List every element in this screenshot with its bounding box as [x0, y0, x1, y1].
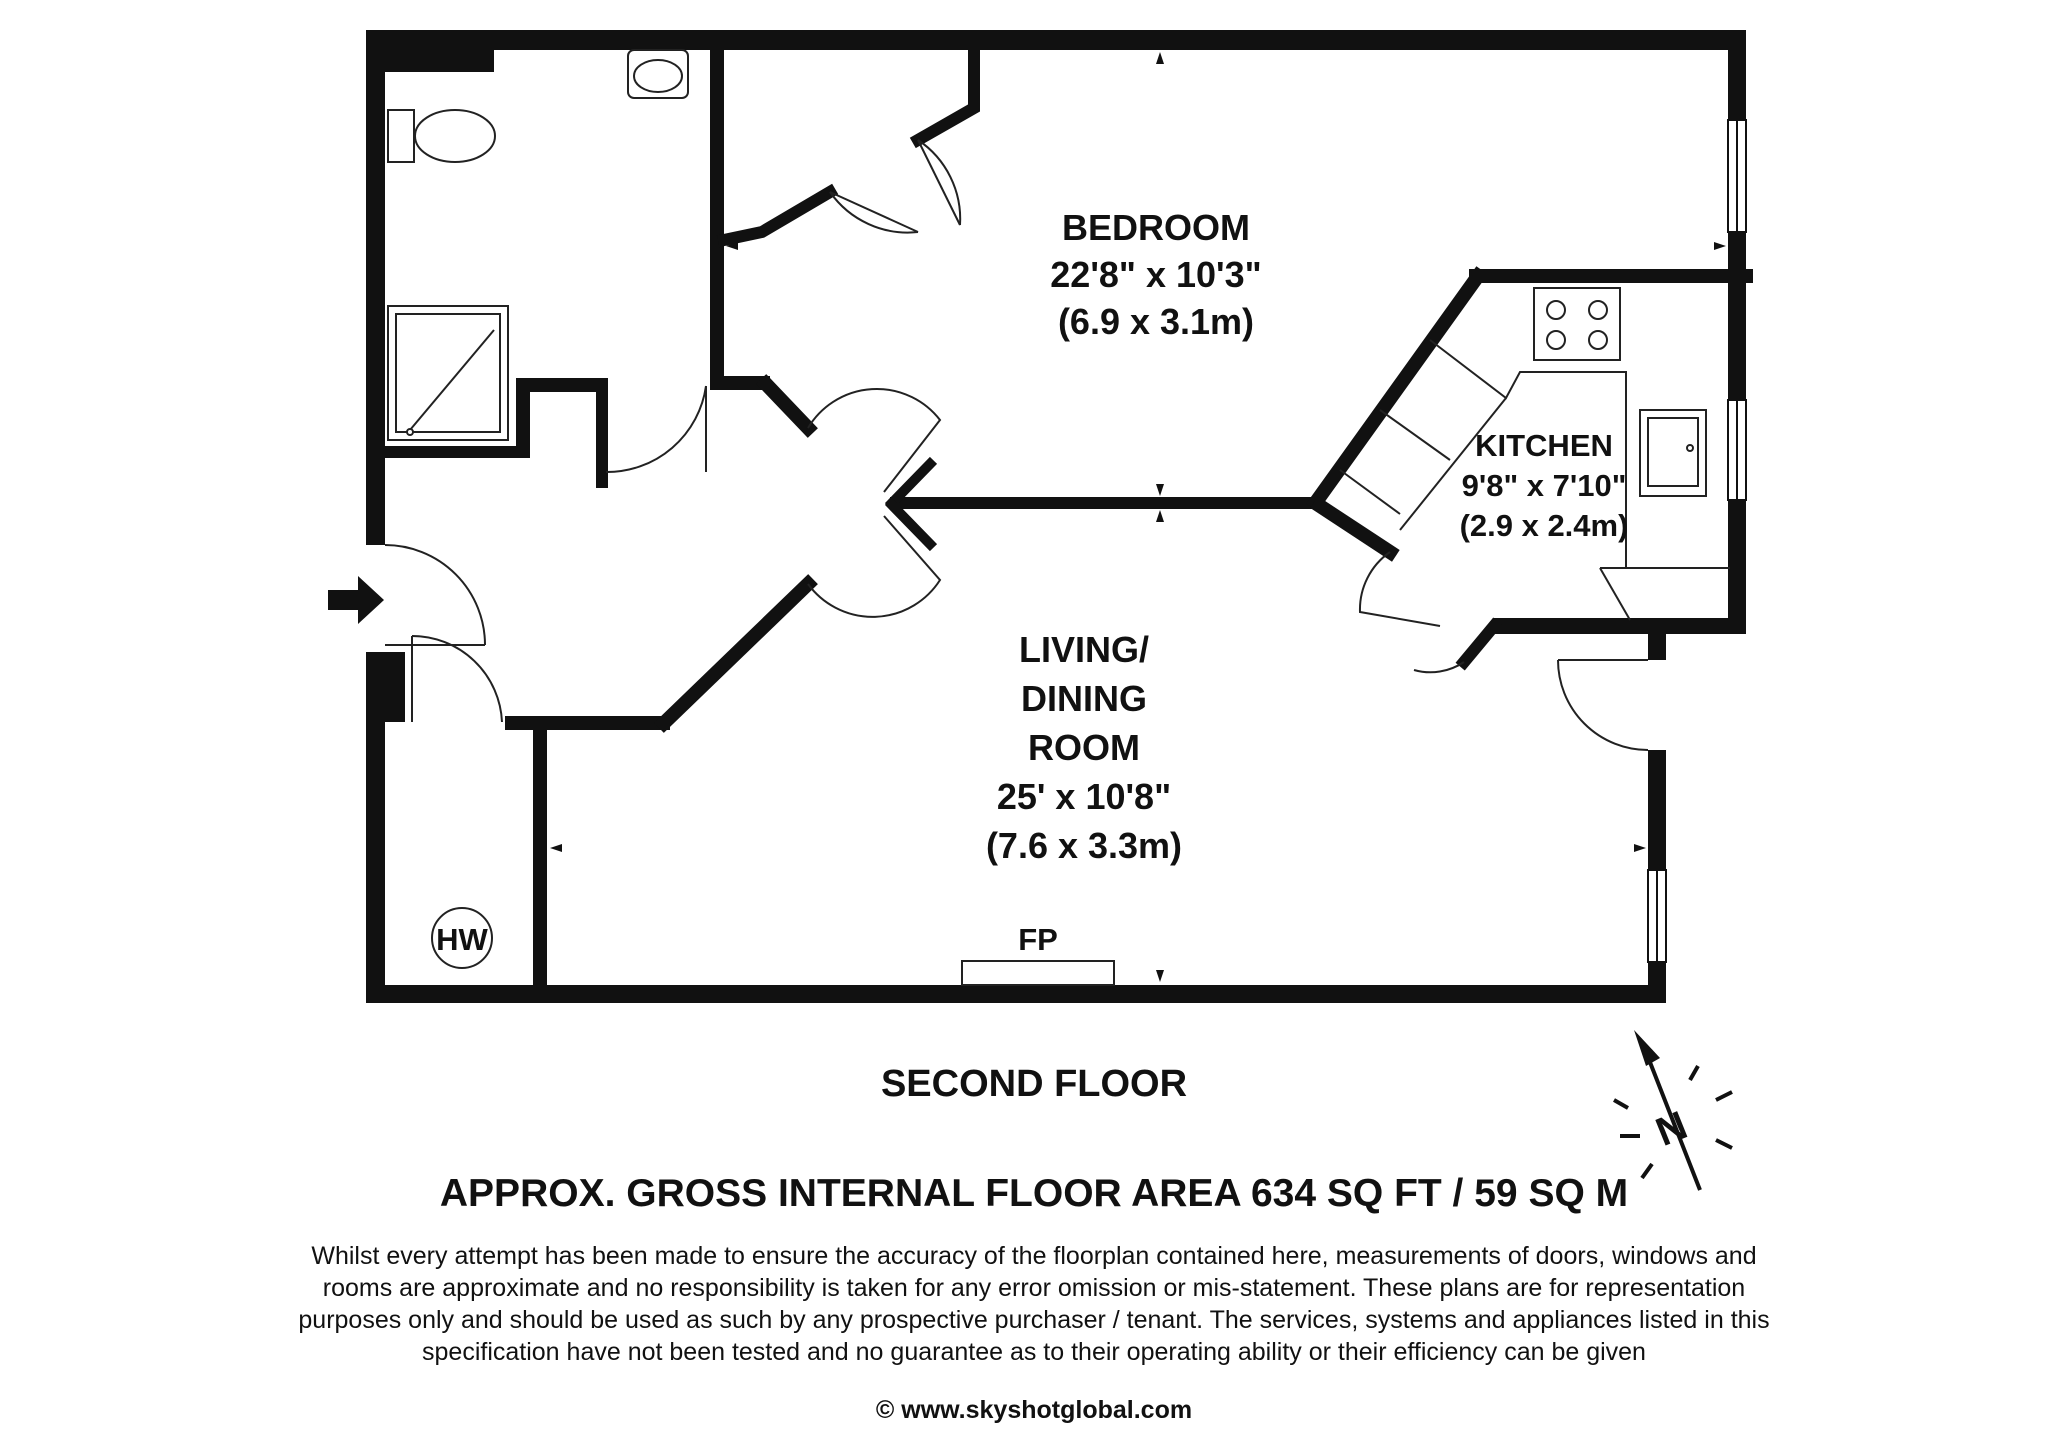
living-dim-metric: (7.6 x 3.3m) — [986, 825, 1182, 866]
area-label: APPROX. GROSS INTERNAL FLOOR AREA 634 SQ… — [440, 1172, 1628, 1215]
disclaimer-line-4: specification have not been tested and n… — [422, 1338, 1646, 1366]
angled-walls — [654, 94, 1753, 733]
bedroom-dim-imperial: 22'8" x 10'3" — [1050, 254, 1261, 295]
fireplace-label: FP — [1018, 922, 1058, 957]
walls — [366, 30, 1746, 1003]
living-dim-imperial: 25' x 10'8" — [997, 776, 1171, 817]
kitchen-worktops — [1339, 339, 1730, 621]
hot-water-label: HW — [436, 922, 488, 957]
hot-water-cylinder-icon — [431, 907, 493, 969]
living-door-swing — [1557, 659, 1649, 751]
website-credit[interactable]: © www.skyshotglobal.com — [876, 1396, 1192, 1424]
windows — [1647, 119, 1747, 963]
living-name-line2: DINING — [1021, 678, 1147, 719]
door-swings — [384, 139, 1649, 751]
disclaimer-line-2: rooms are approximate and no responsibil… — [323, 1274, 1745, 1302]
kitchen-dim-metric: (2.9 x 2.4m) — [1460, 508, 1629, 543]
compass-north-letter: N — [1650, 1103, 1693, 1155]
kitchen-door-swing-2 — [1413, 661, 1465, 674]
shower-tray-icon — [387, 305, 509, 441]
cupboard-door-swing — [411, 634, 503, 723]
fixtures — [387, 49, 1707, 986]
bathroom-door-swing — [605, 385, 707, 474]
kitchen-dim-imperial: 9'8" x 7'10" — [1462, 468, 1627, 503]
fireplace-hearth — [961, 960, 1115, 986]
disclaimer-line-1: Whilst every attempt has been made to en… — [311, 1242, 1756, 1270]
bedroom-dim-metric: (6.9 x 3.1m) — [1058, 301, 1254, 342]
wardrobe-door-swing-left — [829, 191, 919, 234]
kitchen-sink-icon — [1639, 409, 1707, 497]
entrance-arrow-icon — [328, 576, 384, 624]
wardrobe-door-swing-right — [917, 139, 962, 226]
bedroom-door-swing-lower — [807, 515, 942, 618]
floor-label: SECOND FLOOR — [881, 1063, 1187, 1105]
toilet-icon — [387, 109, 496, 163]
hob-icon — [1533, 287, 1621, 361]
disclaimer-line-3: purposes only and should be used as such… — [298, 1306, 1769, 1334]
north-compass-icon — [1613, 1030, 1733, 1191]
measurement-arrows — [550, 52, 1726, 982]
entrance-door-swing — [384, 544, 486, 646]
living-name-line3: ROOM — [1028, 727, 1140, 768]
kitchen-name: KITCHEN — [1475, 428, 1613, 463]
bedroom-name: BEDROOM — [1062, 207, 1250, 248]
living-name-line1: LIVING/ — [1019, 629, 1149, 670]
bedroom-door-swing-upper — [807, 387, 942, 493]
kitchen-door-swing — [1358, 551, 1441, 627]
bathroom-basin-icon — [627, 49, 689, 99]
